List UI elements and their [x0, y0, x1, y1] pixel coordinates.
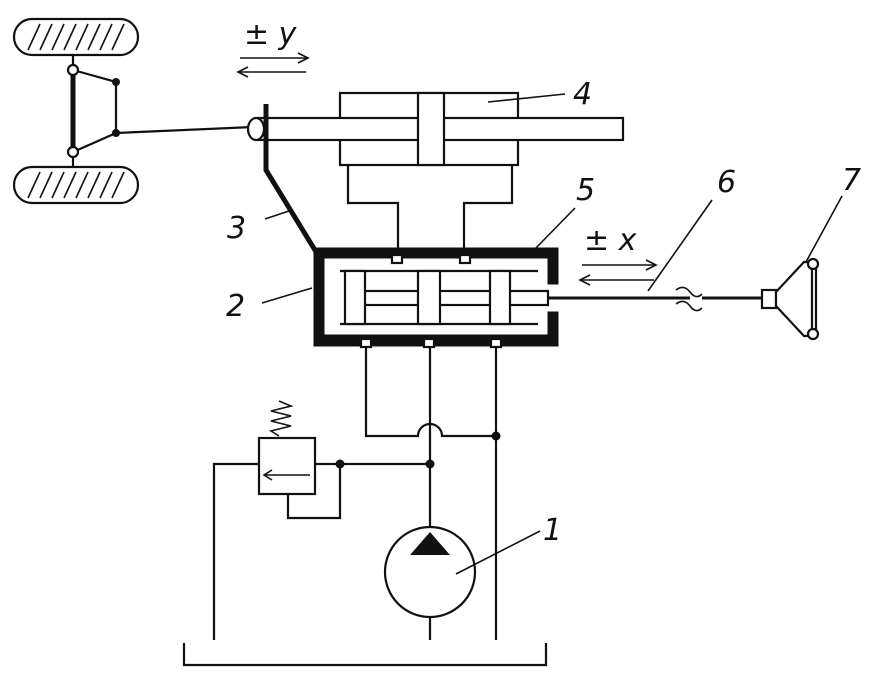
- leader-lines: [261, 93, 843, 575]
- steering-shaft: [548, 286, 764, 312]
- steering-wheel: [760, 257, 820, 341]
- rod-end-joint: [246, 116, 266, 142]
- displacement-x-symbol: ± x: [584, 223, 637, 258]
- reservoir-tank: [182, 643, 548, 667]
- displacement-x-indicator: ± x: [578, 223, 658, 286]
- power-cylinder: [246, 91, 625, 167]
- return-line-left: [364, 347, 496, 438]
- spool-land-middle: [416, 269, 442, 326]
- label-pump: 1: [543, 513, 562, 548]
- displacement-y-indicator: ± y: [236, 17, 310, 78]
- piston: [416, 91, 446, 167]
- wheel-bottom: [12, 165, 140, 205]
- label-valve-body: 2: [226, 289, 245, 324]
- spool-land-left: [343, 269, 367, 326]
- label-steering-shaft: 6: [717, 165, 736, 200]
- control-valve: [313, 247, 559, 349]
- cylinder-line-right: [462, 165, 514, 258]
- cylinder-line-left: [346, 165, 400, 258]
- steering-linkage: [72, 68, 254, 154]
- spool-rod: [344, 289, 550, 307]
- feedback-lever: [263, 104, 321, 257]
- displacement-y-symbol: ± y: [244, 17, 298, 52]
- wheel-top: [12, 17, 140, 57]
- valve-body: [313, 247, 559, 347]
- pump: [383, 525, 477, 640]
- relief-valve: [212, 400, 430, 640]
- label-power-cylinder: 4: [573, 77, 592, 112]
- spool-land-right: [488, 269, 512, 326]
- label-valve-sleeve: 5: [576, 173, 595, 208]
- front-axle-assembly: [12, 17, 254, 205]
- label-feedback-lever: 3: [227, 211, 246, 246]
- label-steering-wheel: 7: [842, 163, 861, 198]
